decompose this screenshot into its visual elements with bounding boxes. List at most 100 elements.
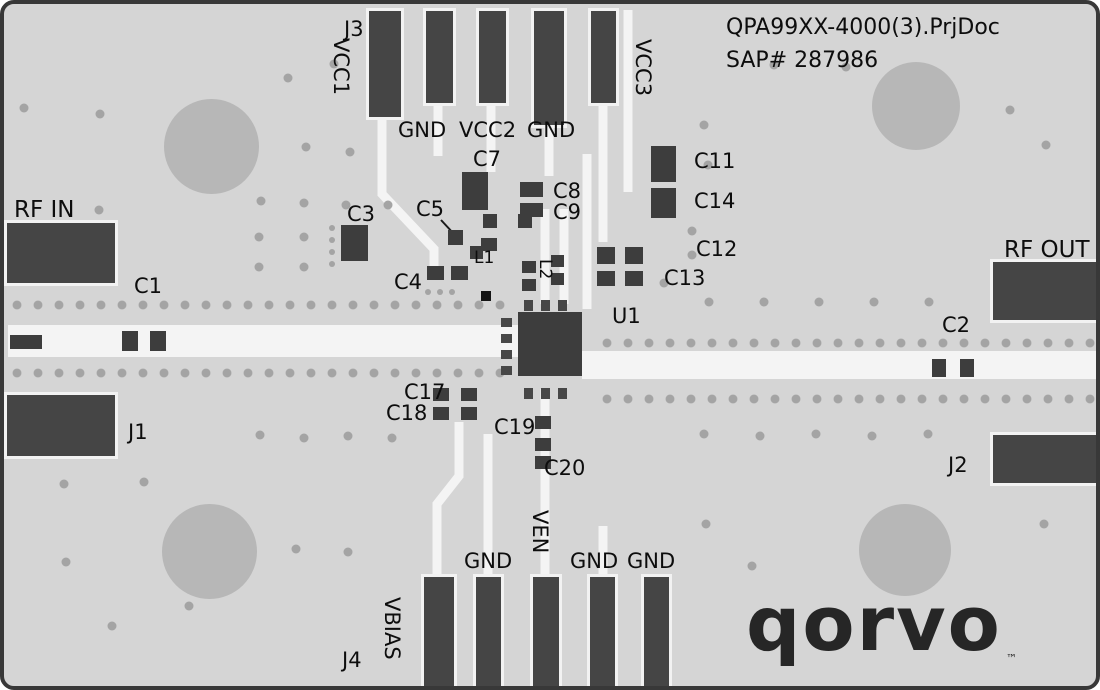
component-c3: [341, 225, 368, 261]
pad-top-5: [588, 8, 619, 106]
pad-top-gnd-right: [531, 8, 567, 128]
gnd-bottom-2-label: GND: [570, 549, 619, 573]
u1-label: U1: [612, 304, 641, 328]
c9-label: C9: [553, 200, 582, 224]
u1-pin: [541, 300, 550, 311]
pad-j4-vbias: [421, 574, 457, 686]
pad-j3-vcc1: [366, 8, 404, 120]
pad-top-vcc2: [476, 8, 509, 106]
c8-label: C8: [553, 179, 582, 203]
component-c8: [520, 182, 543, 197]
component-cap: [481, 238, 497, 251]
component-c19: [535, 438, 551, 451]
component-c2: [932, 359, 946, 377]
pad-bottom-ven: [530, 574, 562, 686]
component-l2: [522, 261, 536, 273]
j4-label: J4: [342, 648, 362, 672]
vcc2-label: VCC2: [459, 118, 517, 142]
c11-label: C11: [694, 149, 736, 173]
u1-pin: [501, 350, 512, 359]
via-row-left-bottom: [12, 368, 512, 378]
pad-j2: [990, 432, 1096, 486]
l1-label: L1: [474, 248, 495, 268]
component-c1: [122, 331, 138, 351]
l2-label: L2: [534, 259, 555, 280]
pad-rf-out: [990, 259, 1096, 323]
rf-in-trace: [8, 325, 520, 357]
component-c1: [150, 331, 166, 351]
component-c2: [960, 359, 974, 377]
component-c18: [461, 407, 477, 420]
rf-out-trace: [582, 351, 1096, 379]
pad-rf-in: [4, 220, 118, 286]
u1-pin: [558, 388, 567, 399]
component-c4: [451, 266, 468, 280]
u1-pin: [501, 318, 512, 327]
project-title: QPA99XX-4000(3).PrjDoc: [726, 15, 1000, 40]
vcc1-label: VCC1: [329, 38, 354, 96]
gnd-bottom-3-label: GND: [627, 549, 676, 573]
trace-vbias: [432, 422, 464, 574]
mounting-hole-bottom-right: [859, 504, 951, 596]
c2-label: C2: [942, 313, 971, 337]
component-c14: [651, 188, 676, 218]
component-c18: [433, 407, 449, 420]
c5-label: C5: [416, 197, 445, 221]
component-c20: [535, 456, 551, 469]
c1-label: C1: [134, 274, 163, 298]
c13-label: C13: [664, 266, 706, 290]
gnd-bottom-1-label: GND: [464, 549, 513, 573]
component-cap: [551, 273, 564, 285]
qorvo-logo: qorvo: [746, 579, 1002, 668]
component-c17: [461, 388, 477, 401]
ven-label: VEN: [528, 510, 553, 554]
pad-bottom-gnd-2: [587, 574, 618, 686]
c17-label: C17: [404, 380, 446, 404]
rf-in-label: RF IN: [14, 197, 75, 223]
trademark-symbol: ™: [1006, 652, 1017, 665]
u1-pin: [524, 388, 533, 399]
via-row-right-bottom: [602, 394, 1096, 404]
j1-label: J1: [128, 420, 148, 444]
component-c12: [597, 247, 615, 264]
component-c12: [625, 247, 643, 264]
pad-top-gnd-left: [423, 8, 456, 106]
u1-pin: [501, 334, 512, 343]
c12-label: C12: [696, 237, 738, 261]
component-c4: [427, 266, 444, 280]
c7-label: C7: [473, 147, 502, 171]
component-cap: [483, 214, 497, 228]
u1-pin: [558, 300, 567, 311]
component-c7: [462, 172, 488, 210]
component-c19: [535, 416, 551, 429]
j2-label: J2: [948, 453, 968, 477]
via-dots: [19, 59, 1051, 631]
component-u1-body: [518, 312, 582, 376]
component-c17: [433, 388, 449, 401]
mounting-hole-bottom-left: [162, 504, 257, 599]
fiducial: [481, 291, 491, 301]
gnd-top-right-label: GND: [527, 118, 576, 142]
component-c5: [448, 230, 463, 245]
via-row-right-top: [602, 338, 1096, 348]
pad-j1: [4, 392, 118, 459]
pad-bottom-gnd-3: [641, 574, 672, 686]
via-row-left-top: [12, 300, 512, 310]
c3-label: C3: [347, 202, 376, 226]
component-c13: [625, 271, 643, 286]
c4-label: C4: [394, 270, 423, 294]
component-cap: [551, 255, 564, 267]
component-c11: [651, 146, 676, 182]
gnd-top-left-label: GND: [398, 118, 447, 142]
component-l1: [470, 246, 483, 259]
mounting-hole-top-right: [872, 62, 960, 150]
component-cap: [518, 214, 532, 228]
vcc3-label: VCC3: [631, 39, 656, 97]
mounting-hole-top-left: [164, 99, 259, 194]
j3-label: J3: [344, 17, 364, 41]
component-l2: [522, 279, 536, 291]
c20-label: C20: [544, 456, 586, 480]
u1-pin: [541, 388, 550, 399]
u1-pin: [501, 366, 512, 375]
